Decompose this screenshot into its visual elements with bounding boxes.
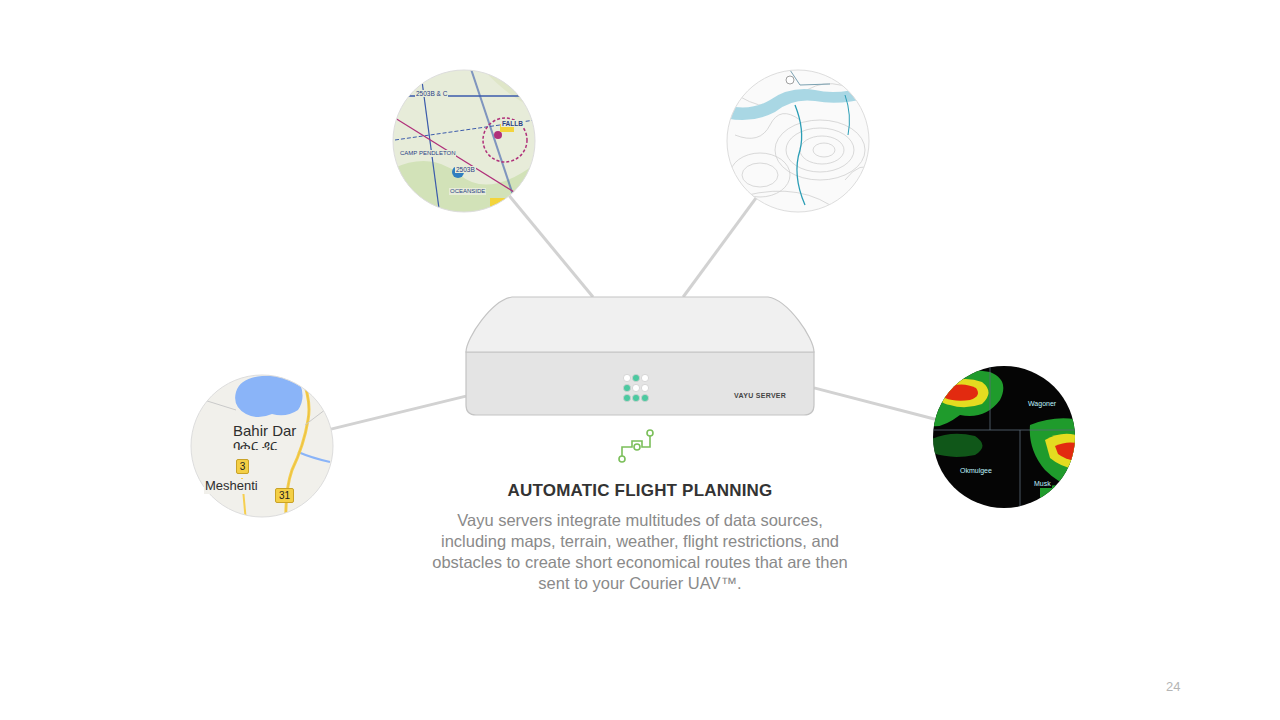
data-link (814, 388, 935, 419)
page-number: 24 (1166, 679, 1180, 694)
route-number: 31 (279, 490, 290, 502)
place-label: Bahir Dar (232, 422, 297, 439)
device-label: VAYU SERVER (734, 392, 786, 400)
road-map-circle: Bahir Darባሕር ዳር Meshenti 3 31 (191, 375, 333, 517)
server-housing (466, 297, 814, 415)
data-link (509, 196, 593, 297)
body-text: Vayu servers integrate multitudes of dat… (432, 510, 848, 594)
weather-circle: WagonerOkmulgeeMusk (933, 366, 1075, 508)
place-label: CAMP PENDLETON (399, 150, 456, 157)
route-shield: 3 (236, 459, 249, 474)
weather-radar (930, 363, 1080, 513)
place-label: FALLB (501, 120, 524, 127)
place-label: Okmulgee (959, 467, 993, 475)
place-label: ባሕር ዳር (232, 439, 278, 454)
place-label: OCEANSIDE (449, 188, 486, 195)
chart-circle: 2503B & C FALLB CAMP PENDLETON 2503B OCEANSI… (393, 70, 535, 212)
route-shield: 31 (275, 488, 294, 503)
road-map (188, 372, 338, 522)
terrain-circle (727, 70, 869, 212)
place-label: Meshenti (204, 479, 259, 494)
place-label: Musk (1033, 480, 1052, 488)
route-icon (619, 430, 653, 462)
sectional-chart (390, 66, 540, 216)
data-link (683, 198, 756, 297)
server-box: VAYU SERVER (466, 297, 814, 415)
place-label: 2503B & C (415, 90, 448, 97)
heading: AUTOMATIC FLIGHT PLANNING (340, 481, 940, 501)
terrain-map (725, 68, 875, 218)
data-link (331, 396, 466, 429)
place-label: Wagoner (1027, 400, 1057, 408)
place-label: 2503B (455, 166, 476, 173)
route-number: 3 (240, 461, 246, 473)
